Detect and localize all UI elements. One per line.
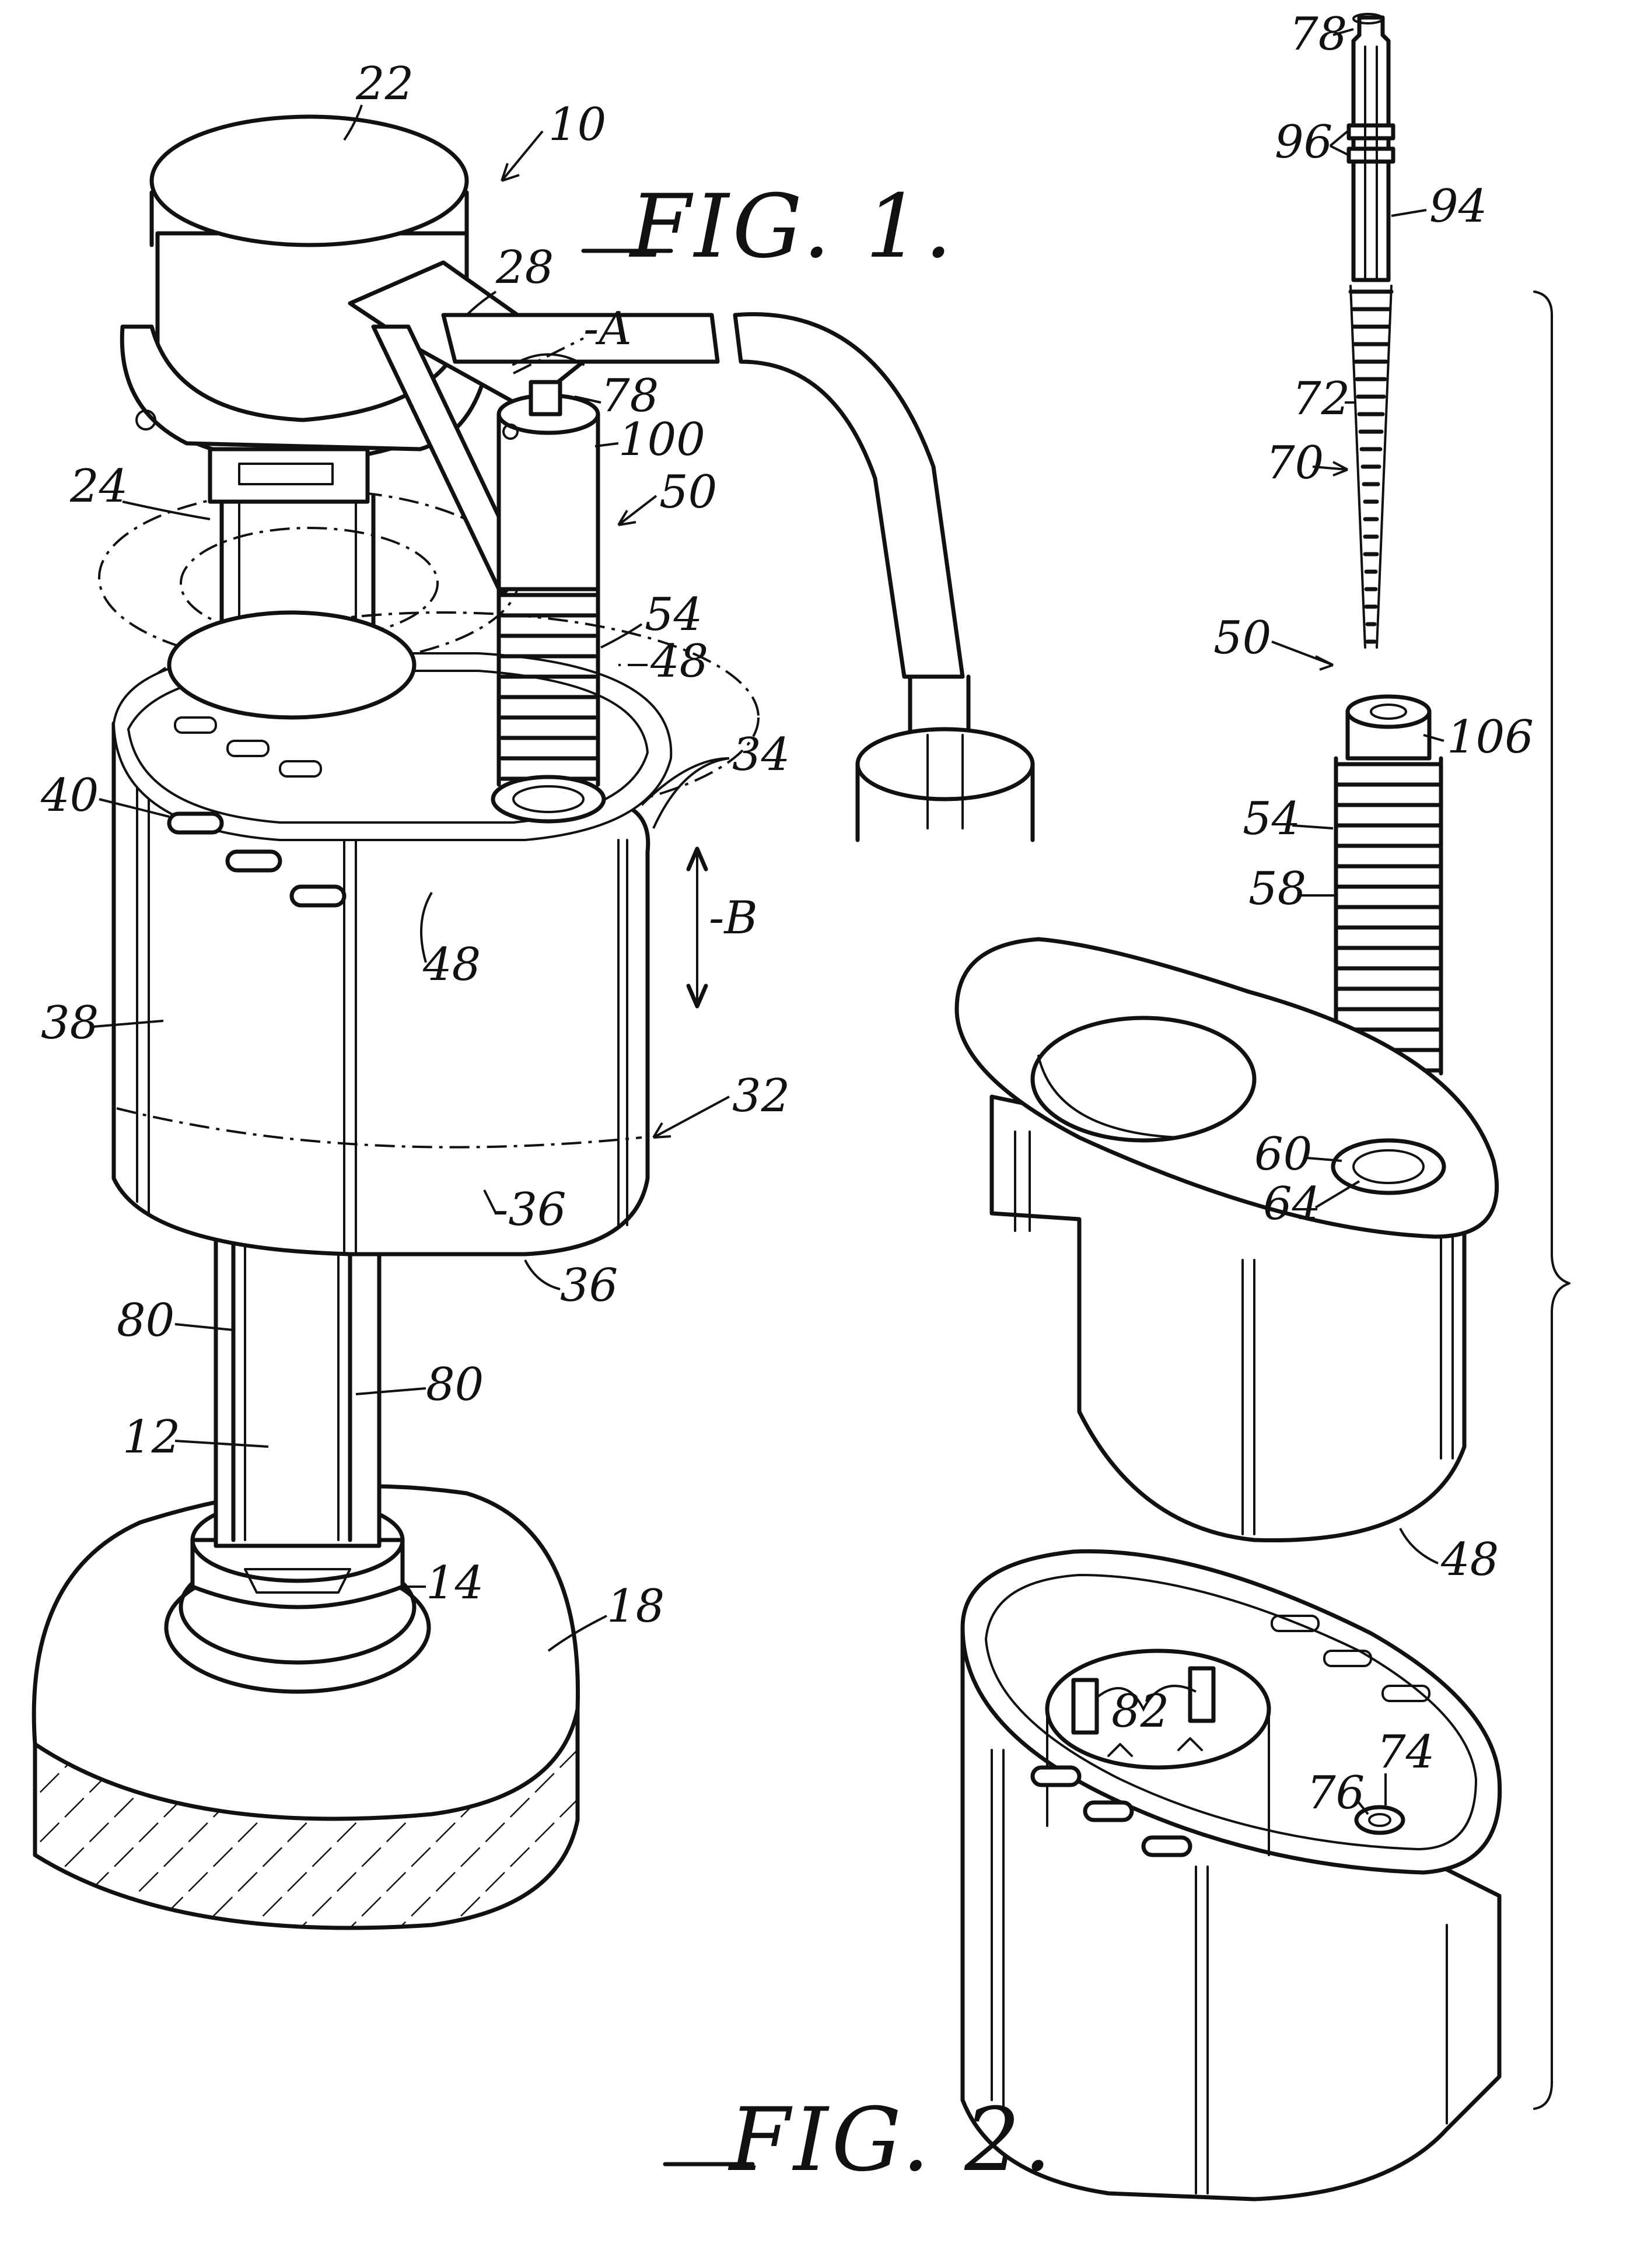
label-32: 32: [732, 1070, 790, 1122]
label-50-fig1: 50: [659, 466, 717, 519]
label-72: 72: [1292, 373, 1350, 425]
fig2-drawing: [957, 14, 1569, 2199]
label-12: 12: [123, 1411, 180, 1464]
label-54-fig1: 54: [645, 589, 702, 641]
label-48-dashed: 48: [650, 635, 708, 688]
label-24: 24: [69, 460, 128, 513]
label-arrow-b: -B: [709, 892, 758, 944]
fig2-threads: [1351, 286, 1391, 648]
label-76: 76: [1307, 1767, 1365, 1819]
label-94: 94: [1429, 180, 1487, 233]
caption-fig1: FIG. 1.: [628, 176, 956, 278]
label-100: 100: [618, 414, 705, 466]
label-70: 70: [1266, 437, 1324, 489]
fig2-sleeve: [1336, 696, 1441, 1073]
label-34: 34: [732, 729, 790, 781]
fig2-labels: 78 96 94 72 70 50 106 54 58 60 64 48 82 …: [1097, 8, 1534, 1819]
label-80-right: 80: [426, 1359, 484, 1411]
label-48: 48: [422, 939, 481, 991]
label-10: 10: [548, 99, 606, 151]
fig2-rod: [1349, 14, 1393, 280]
float-cup: [114, 612, 671, 1254]
label-14: 14: [426, 1557, 484, 1609]
label-36: 36: [560, 1259, 618, 1312]
label-36-dashed: -36: [493, 1184, 566, 1236]
label-38: 38: [41, 997, 99, 1049]
label-82: 82: [1111, 1685, 1169, 1738]
label-50-fig2: 50: [1213, 612, 1271, 664]
label-28: 28: [495, 242, 554, 294]
label-40: 40: [40, 769, 99, 822]
label-64: 64: [1263, 1178, 1321, 1230]
label-18: 18: [607, 1580, 664, 1633]
fig2-bracket: [1534, 292, 1569, 2109]
label-arrow-a: -A: [583, 303, 632, 355]
label-54-fig2: 54: [1243, 793, 1300, 845]
label-74: 74: [1377, 1726, 1435, 1779]
arrow-b: [688, 849, 706, 1006]
caption-fig2: FIG. 2.: [727, 2090, 1055, 2191]
label-80-left: 80: [117, 1294, 174, 1347]
fig1-drawing: [34, 117, 1033, 1928]
label-96: 96: [1275, 116, 1332, 169]
label-48-fig2: 48: [1440, 1534, 1499, 1586]
label-22: 22: [355, 58, 414, 110]
label-58: 58: [1248, 863, 1306, 915]
label-60: 60: [1254, 1128, 1312, 1181]
label-106: 106: [1447, 711, 1534, 764]
